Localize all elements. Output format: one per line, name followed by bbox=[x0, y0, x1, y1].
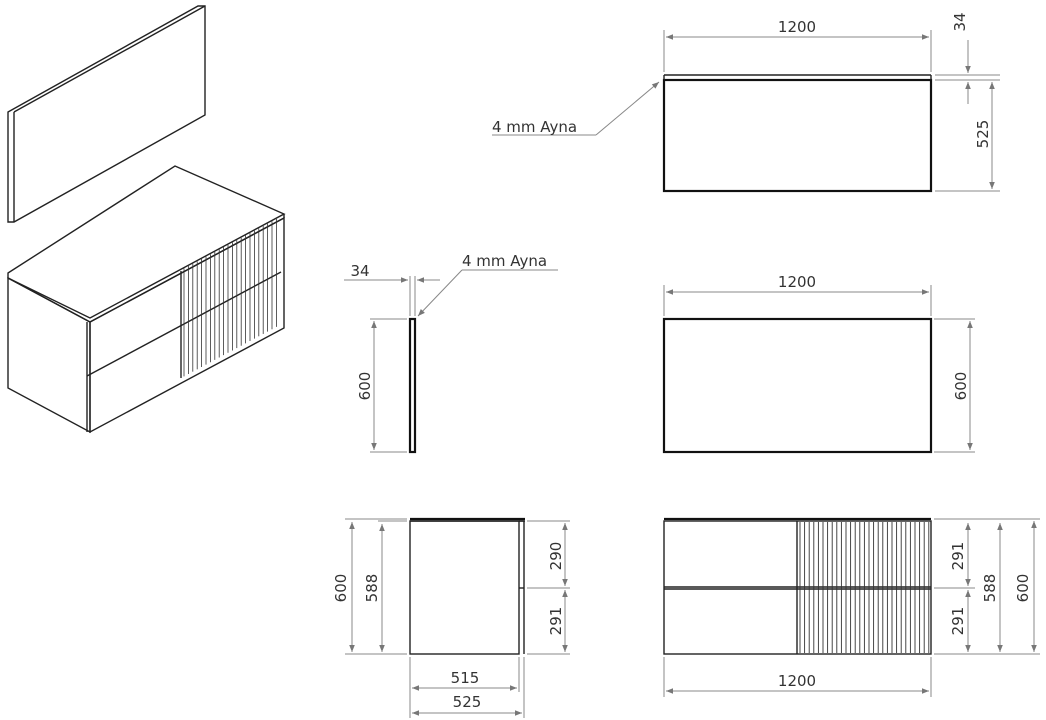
mirror-width-label: 1200 bbox=[778, 273, 816, 291]
top-mirror-note: 4 mm Ayna bbox=[492, 118, 577, 136]
side-mirror-note: 4 mm Ayna bbox=[462, 252, 547, 270]
mirror-side-body bbox=[408, 317, 417, 454]
top-thickness-label: 34 bbox=[951, 12, 969, 31]
front-body-height-label: 588 bbox=[981, 574, 999, 603]
top-view-body bbox=[662, 78, 933, 193]
front-bottom-drawer-label: 291 bbox=[949, 607, 967, 636]
iso-mirror bbox=[7, 5, 206, 223]
mirror-front-body bbox=[662, 317, 933, 454]
side-total-depth-label: 525 bbox=[453, 693, 482, 711]
front-top-drawer-label: 291 bbox=[949, 542, 967, 571]
cabinet-side-view: 600 588 290 291 515 525 bbox=[332, 517, 570, 718]
mirror-side-view: 34 600 4 mm Ayna bbox=[344, 252, 558, 454]
front-total-height-label: 600 bbox=[1014, 574, 1032, 603]
side-body bbox=[409, 520, 520, 655]
cabinet-front-view: 291 291 588 600 1200 bbox=[663, 517, 1040, 697]
mirror-front-view: 1200 600 bbox=[662, 273, 975, 454]
side-total-height-label: 600 bbox=[332, 574, 350, 603]
side-top-drawer-label: 290 bbox=[547, 542, 565, 571]
top-width-label: 1200 bbox=[778, 18, 816, 36]
iso-cabinet bbox=[7, 165, 286, 434]
iso-flutes bbox=[183, 218, 277, 377]
front-width-label: 1200 bbox=[778, 672, 816, 690]
front-flutes bbox=[799, 522, 930, 653]
mirror-height-label: 600 bbox=[356, 372, 374, 401]
side-body-depth-label: 515 bbox=[451, 669, 480, 687]
mirror-thickness-label: 34 bbox=[350, 262, 369, 280]
side-body-height-label: 588 bbox=[363, 574, 381, 603]
top-view: 1200 34 525 4 mm Ayna bbox=[492, 12, 1000, 193]
mirror-front-height-label: 600 bbox=[952, 372, 970, 401]
top-depth-label: 525 bbox=[974, 120, 992, 149]
side-bottom-drawer-label: 291 bbox=[547, 607, 565, 636]
isometric-view bbox=[7, 5, 286, 434]
